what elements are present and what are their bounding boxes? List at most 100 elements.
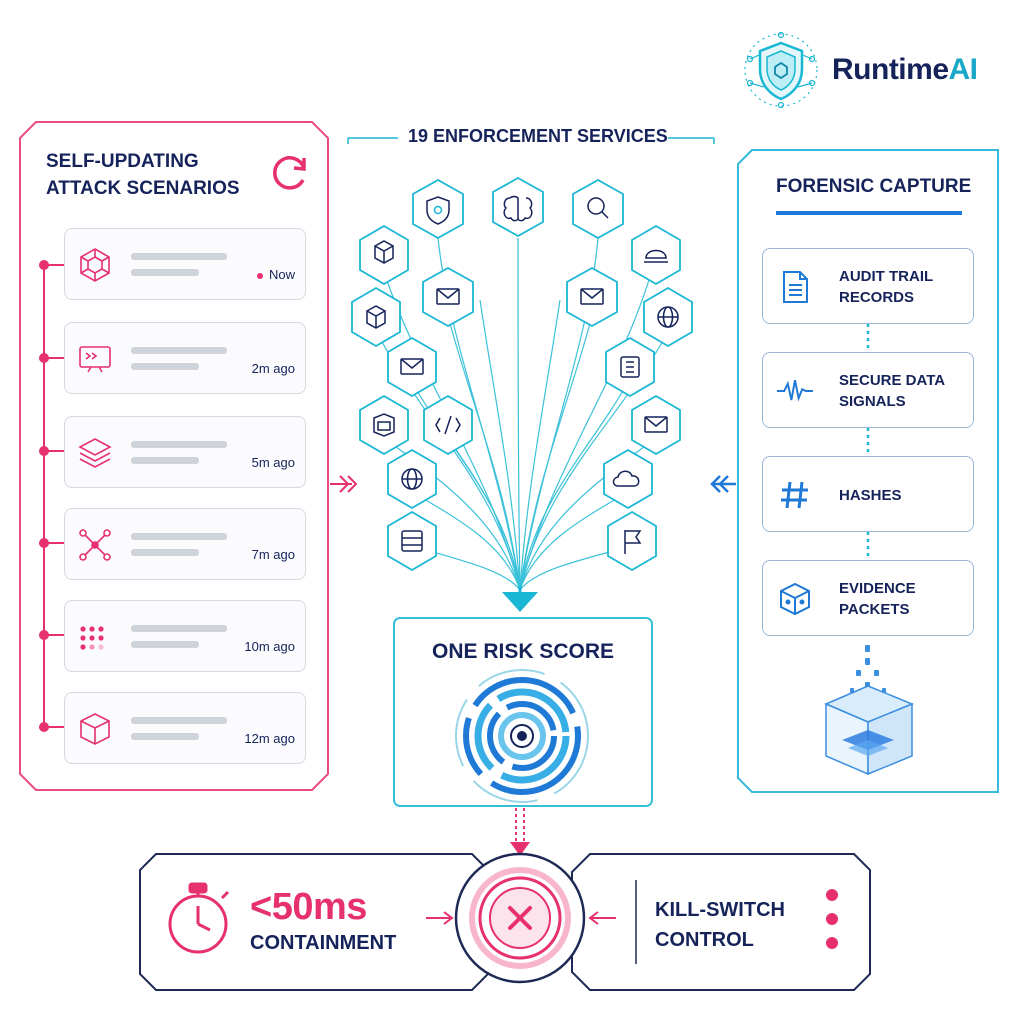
scenario-time-text: Now (268, 267, 295, 282)
placeholder-bar (131, 625, 227, 632)
document-icon (783, 271, 808, 303)
cube-hierarchy-icon (366, 305, 386, 329)
service-hex-16 (603, 448, 653, 510)
scenario-card[interactable]: 7m ago (64, 508, 306, 580)
service-hex-8 (566, 266, 618, 328)
scenario-card[interactable]: 2m ago (64, 322, 306, 394)
close-icon (508, 906, 532, 930)
services-title: 19 ENFORCEMENT SERVICES (408, 126, 668, 146)
service-hexagons (351, 176, 693, 572)
stopwatch-icon (168, 882, 230, 954)
layers-icon (78, 438, 112, 468)
scenario-time: 10m ago (244, 639, 295, 654)
hash-icon (781, 481, 808, 509)
scenario-time: 7m ago (251, 547, 295, 562)
mail-icon-3 (644, 416, 668, 433)
right-to-center-arrow (710, 475, 736, 493)
scenario-time: Now (256, 267, 295, 282)
forensic-title: FORENSIC CAPTURE (776, 176, 972, 197)
shield-icon (426, 196, 450, 225)
shield-network-icon (744, 31, 818, 109)
service-hex-1 (412, 178, 464, 240)
forensic-line1: AUDIT TRAIL (839, 268, 934, 285)
mail-icon (436, 288, 460, 305)
risk-score-panel (393, 617, 653, 807)
placeholder-bar (131, 533, 227, 540)
kill-line2: CONTROL (655, 929, 754, 951)
scenario-card[interactable]: 5m ago (64, 416, 306, 488)
forensic-item-label: HASHES (839, 457, 902, 533)
kill-switch-button[interactable] (456, 854, 584, 982)
placeholder-bar (131, 457, 199, 464)
scenario-card[interactable]: 10m ago (64, 600, 306, 672)
containment-frame (139, 853, 491, 991)
placeholder-bar (131, 347, 227, 354)
kill-line1: KILL-SWITCH (655, 899, 785, 921)
forensic-line1: EVIDENCE (839, 580, 916, 597)
vertical-dots-icon (826, 889, 838, 949)
refresh-icon[interactable] (268, 150, 312, 194)
services-title-rule (347, 137, 715, 144)
service-hex-10 (387, 336, 437, 398)
brain-icon (503, 195, 533, 222)
network-hexagon-icon (80, 248, 110, 282)
placeholder-bar (131, 363, 199, 370)
forensic-item-label: SECURE DATA SIGNALS (839, 353, 945, 429)
service-hex-5 (631, 224, 681, 286)
forensic-title-underline (776, 211, 962, 215)
cube-icon (780, 582, 810, 616)
forensic-item[interactable]: HASHES (762, 456, 974, 532)
scenario-card[interactable]: Now (64, 228, 306, 300)
forensic-line1: HASHES (839, 486, 902, 504)
service-hex-18 (607, 510, 657, 572)
forensic-item[interactable]: SECURE DATA SIGNALS (762, 352, 974, 428)
placeholder-bar (131, 641, 199, 648)
risk-gauge (455, 669, 589, 803)
flag-icon (624, 530, 642, 554)
risk-score-title: ONE RISK SCORE (431, 640, 615, 663)
left-panel-title: SELF-UPDATING ATTACK SCENARIOS (46, 151, 240, 199)
placeholder-bar (131, 441, 227, 448)
service-hex-3 (572, 178, 624, 240)
brand-name-main: Runtime (832, 53, 949, 86)
dot-grid-icon (80, 626, 104, 650)
brand-name-accent: AI (948, 53, 979, 86)
terminal-monitor-icon (79, 346, 111, 373)
mail-warning-icon (580, 288, 604, 305)
cube-icon (80, 713, 110, 745)
scenario-time: 2m ago (251, 361, 295, 376)
scenario-time: 12m ago (244, 731, 295, 746)
placeholder-bar (131, 733, 199, 740)
timeline-dots (39, 260, 64, 732)
node-graph-icon (79, 529, 111, 561)
left-to-center-arrow (330, 475, 358, 493)
server-icon (401, 530, 423, 552)
hat-icon (644, 249, 668, 263)
service-hex-7 (422, 266, 474, 328)
scenario-card[interactable]: 12m ago (64, 692, 306, 764)
forensic-line2: SIGNALS (839, 393, 906, 410)
placeholder-bar (131, 717, 227, 724)
brand: RuntimeAI (740, 30, 1010, 110)
waveform-icon (777, 380, 813, 402)
mail-icon-2 (400, 358, 424, 375)
placeholder-bar (131, 549, 199, 556)
service-glyphs (366, 195, 679, 554)
cube-icon-2 (373, 413, 395, 437)
service-hex-14 (631, 394, 681, 456)
scenario-time: 5m ago (251, 455, 295, 470)
brand-name: RuntimeAI (832, 53, 978, 87)
kill-switch-menu[interactable] (818, 882, 846, 956)
cloud-icon (612, 470, 640, 487)
containment-label: CONTAINMENT (250, 932, 397, 954)
risk-to-control-arrow (515, 808, 525, 846)
search-icon (587, 197, 605, 215)
forensic-line1: SECURE DATA (839, 372, 946, 389)
live-dot (256, 272, 263, 279)
containment-metric: <50ms (250, 886, 367, 928)
service-hex-17 (387, 510, 437, 572)
